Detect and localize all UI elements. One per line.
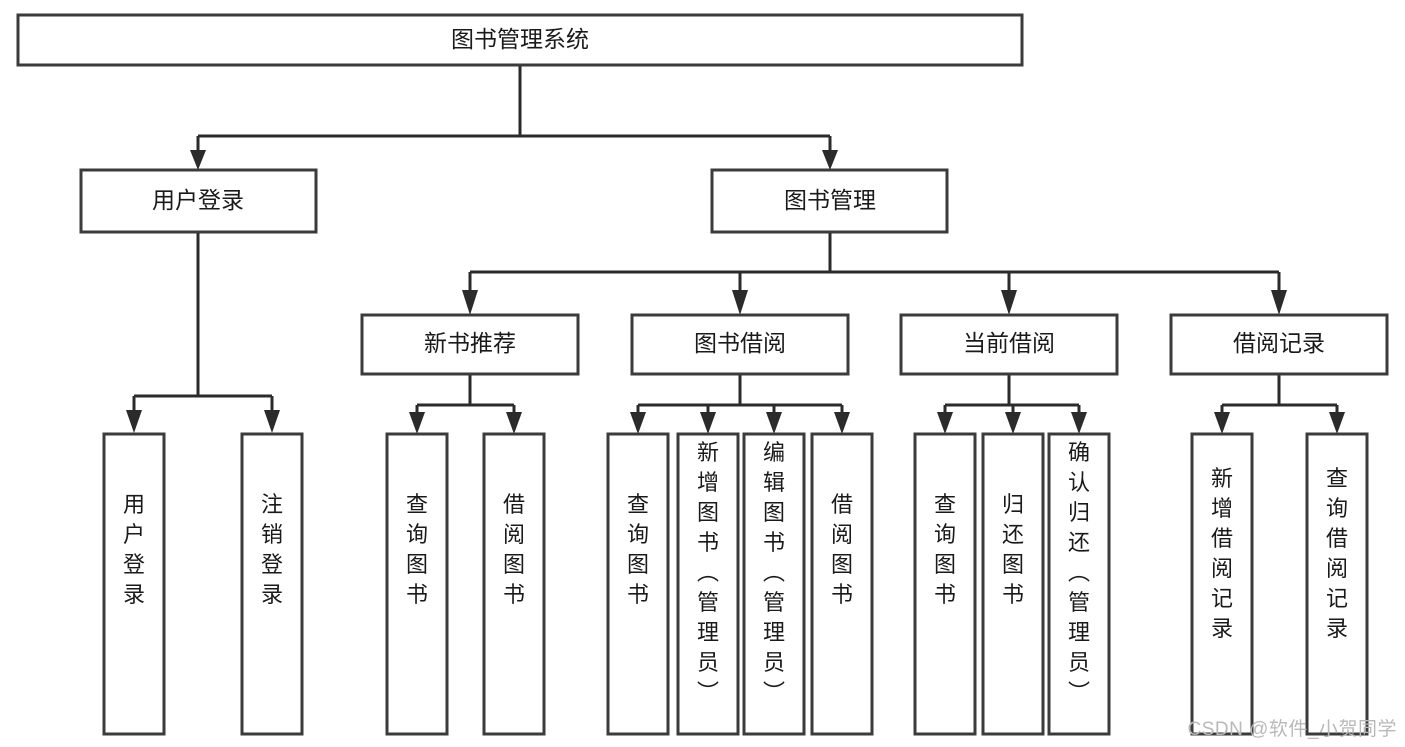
node-leaf-query-book-2-box[interactable]	[606, 432, 670, 736]
node-leaf-add-record[interactable]: 新增借阅记录	[1190, 432, 1254, 736]
node-leaf-query-book-3[interactable]: 查询图书	[913, 432, 977, 736]
arrow-head-leaf-add-record	[1214, 412, 1230, 434]
node-root-label: 图书管理系统	[451, 26, 589, 52]
node-leaf-query-book-3-box[interactable]	[913, 432, 977, 736]
node-leaf-return-book-box[interactable]	[981, 432, 1045, 736]
node-book-manage[interactable]: 图书管理	[710, 168, 949, 234]
node-leaf-return-book-label: 归还图书	[1002, 492, 1024, 607]
arrow-head-leaf-return-book	[1005, 412, 1021, 434]
node-leaf-add-record-label: 新增借阅记录	[1211, 466, 1233, 641]
arrow-head-leaf-query-record	[1329, 412, 1345, 434]
node-leaf-user-login-label: 用户登录	[123, 492, 145, 607]
arrow-head-leaf-borrow-book-1	[506, 412, 522, 434]
node-current-borrow[interactable]: 当前借阅	[899, 313, 1119, 376]
arrow-head-leaf-add-book	[700, 412, 716, 434]
node-new-book-rec[interactable]: 新书推荐	[360, 313, 580, 376]
node-new-book-rec-label: 新书推荐	[424, 330, 516, 356]
node-root[interactable]: 图书管理系统	[16, 13, 1024, 67]
node-leaf-edit-book[interactable]: 编辑图书︵管理员︶	[742, 432, 806, 736]
node-leaf-query-record-label: 查询借阅记录	[1326, 466, 1348, 641]
arrow-head-borrow-record	[1271, 290, 1287, 315]
node-leaf-borrow-book-2[interactable]: 借阅图书	[810, 432, 874, 736]
node-leaf-add-book-label: 新增图书︵管理员︶	[697, 440, 719, 705]
arrow-head-leaf-query-book-3	[937, 412, 953, 434]
node-leaf-query-book-1[interactable]: 查询图书	[385, 432, 449, 736]
arrow-head-leaf-borrow-book-2	[834, 412, 850, 434]
arrow-head-leaf-confirm-return	[1071, 412, 1087, 434]
node-leaf-logout[interactable]: 注销登录	[240, 432, 304, 736]
arrow-head-book-manage	[822, 150, 838, 170]
node-leaf-add-book-box[interactable]	[676, 432, 740, 736]
node-leaf-query-book-1-label: 查询图书	[406, 492, 428, 607]
arrow-head-leaf-user-login	[126, 410, 142, 433]
node-leaf-query-book-2[interactable]: 查询图书	[606, 432, 670, 736]
node-book-borrow-label: 图书借阅	[694, 330, 786, 356]
arrow-head-leaf-logout	[264, 410, 280, 433]
arrow-head-leaf-query-book-1	[409, 412, 425, 434]
node-user-login[interactable]: 用户登录	[79, 168, 318, 234]
arrow-head-user-login	[190, 150, 206, 170]
node-leaf-user-login-box[interactable]	[102, 432, 166, 736]
node-leaf-query-book-3-label: 查询图书	[934, 492, 956, 607]
node-leaf-logout-label: 注销登录	[261, 492, 283, 607]
arrow-head-book-borrow	[732, 290, 748, 315]
node-borrow-record-label: 借阅记录	[1233, 330, 1325, 356]
connector-layer	[126, 65, 1345, 434]
node-leaf-query-record[interactable]: 查询借阅记录	[1305, 432, 1369, 736]
node-leaf-return-book[interactable]: 归还图书	[981, 432, 1045, 736]
node-leaf-edit-book-label: 编辑图书︵管理员︶	[763, 440, 785, 705]
node-book-manage-box[interactable]	[710, 168, 949, 234]
node-current-borrow-box[interactable]	[899, 313, 1119, 376]
node-leaf-add-book[interactable]: 新增图书︵管理员︶	[676, 432, 740, 736]
node-book-manage-label: 图书管理	[784, 187, 876, 213]
node-leaf-confirm-return-label: 确认归还︵管理员︶	[1068, 440, 1090, 705]
node-leaf-borrow-book-2-box[interactable]	[810, 432, 874, 736]
arrow-head-leaf-edit-book	[766, 412, 782, 434]
node-leaf-add-record-box[interactable]	[1190, 432, 1254, 736]
node-leaf-borrow-book-1-box[interactable]	[482, 432, 546, 736]
arrow-head-new-book-rec	[462, 290, 478, 315]
node-borrow-record-box[interactable]	[1169, 313, 1389, 376]
node-root-box[interactable]	[16, 13, 1024, 67]
node-user-login-box[interactable]	[79, 168, 318, 234]
node-current-borrow-label: 当前借阅	[963, 330, 1055, 356]
node-leaf-edit-book-box[interactable]	[742, 432, 806, 736]
node-leaf-query-record-box[interactable]	[1305, 432, 1369, 736]
node-book-borrow[interactable]: 图书借阅	[630, 313, 850, 376]
node-leaf-confirm-return[interactable]: 确认归还︵管理员︶	[1047, 432, 1111, 736]
node-leaf-confirm-return-box[interactable]	[1047, 432, 1111, 736]
node-leaf-query-book-2-label: 查询图书	[627, 492, 649, 607]
arrow-head-leaf-query-book-2	[630, 412, 646, 434]
node-user-login-label: 用户登录	[152, 187, 244, 213]
node-leaf-borrow-book-1-label: 借阅图书	[503, 492, 525, 607]
node-leaf-borrow-book-1[interactable]: 借阅图书	[482, 432, 546, 736]
arrow-head-current-borrow	[1001, 290, 1017, 315]
node-borrow-record[interactable]: 借阅记录	[1169, 313, 1389, 376]
node-leaf-query-book-1-box[interactable]	[385, 432, 449, 736]
node-leaf-borrow-book-2-label: 借阅图书	[831, 492, 853, 607]
node-leaf-logout-box[interactable]	[240, 432, 304, 736]
node-new-book-rec-box[interactable]	[360, 313, 580, 376]
node-book-borrow-box[interactable]	[630, 313, 850, 376]
node-leaf-user-login[interactable]: 用户登录	[102, 432, 166, 736]
